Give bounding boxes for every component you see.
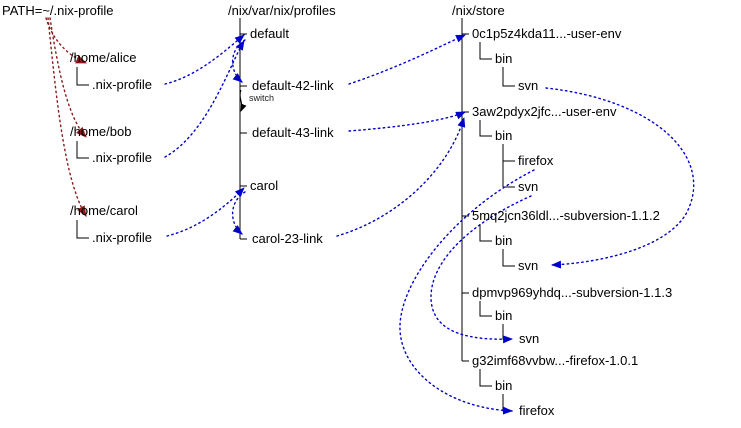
home-dir-carol: /home/carol [70,203,138,218]
pkg0-bin-line [479,42,492,60]
arrow-alice-profile-to-default [164,34,245,85]
profile-entry-default-42-link: default-42-link [252,78,334,93]
svn-link-user-env-new: svn [518,179,539,194]
profile-entry-carol-23-link: carol-23-link [252,231,323,246]
arrow-userenv-svn-to-subversion-112-svn [545,87,695,269]
pkg0-svn-line [502,67,515,87]
pkg3-svn-line [502,324,509,340]
path-env-var: PATH=~/.nix-profile [2,3,114,18]
firefox-binary-firefox-101: firefox [519,403,555,418]
store-path-subversion-112: 5mq2jcn36ldl...-subversion-1.1.2 [472,208,660,223]
arrow-path-to-bob-profile [49,17,87,138]
store-path-subversion-113: dpmvp969yhdq...-subversion-1.1.3 [472,285,673,300]
switch-arrow-group [239,89,247,112]
switch-annotation-label: switch [249,93,275,103]
bin-dir-subversion-113: bin [495,308,513,323]
profile-entry-default: default [250,26,290,41]
arrow-carol-23-link-to-user-env-new [336,117,466,237]
pkg3-bin-line [479,301,492,317]
arrow-userenv-firefox-to-firefox-101 [399,169,535,415]
bin-dir-user-env-old: bin [495,51,513,66]
nix-profile-symlink-bob: .nix-profile [92,150,152,165]
profile-entry-carol: carol [250,178,279,193]
arrow-carol-profile-to-carol [166,187,245,237]
arrow-userenv-svn-to-subversion-113-svn [430,195,532,344]
home-dir-bob: /home/bob [70,124,132,139]
nix-profile-symlink-carol: .nix-profile [92,230,152,245]
bin-dir-subversion-112: bin [495,233,513,248]
bin-dir-user-env-new: bin [495,128,513,143]
home-dir-alice: /home/alice [70,50,137,65]
arrow-path-to-carol-profile [47,17,87,217]
pkg4-firefox-line [502,394,509,412]
profile-entry-default-43-link: default-43-link [252,125,334,140]
pkg2-bin-line [479,224,492,242]
store-path-user-env-new: 3aw2pdyx2jfc...-user-env [472,104,617,119]
pkg4-bin-line [479,369,492,387]
firefox-link-user-env-new: firefox [518,153,554,168]
pkg2-svn-line [502,249,515,267]
arrow-default-43-link-to-user-env-new [348,111,466,132]
svn-link-user-env-old: svn [518,78,539,93]
store-root-label: /nix/store [452,3,505,18]
tree-line-carol [76,220,89,239]
bin-dir-firefox-101: bin [495,378,513,393]
switch-arrow [239,89,247,112]
profiles-root-label: /nix/var/nix/profiles [228,3,336,18]
path-lookup-arrows [45,17,88,217]
svn-binary-subversion-113: svn [519,331,540,346]
pkg1-bin-line [479,120,492,137]
tree-line-bob [76,141,89,159]
svn-binary-subversion-112: svn [518,258,539,273]
store-path-user-env-old: 0c1p5z4kda11...-user-env [472,26,622,41]
nix-profile-symlink-alice: .nix-profile [92,77,152,92]
arrow-carol-to-carol-23-link [231,191,246,235]
store-path-firefox-101: g32imf68vvbw...-firefox-1.0.1 [472,353,639,368]
arrow-default-to-default-42-link [231,39,246,83]
arrow-default-42-link-to-user-env-old [348,34,466,85]
tree-line-alice [76,67,89,86]
arrow-bob-profile-to-default [164,40,245,158]
symlink-arrows [164,34,695,415]
